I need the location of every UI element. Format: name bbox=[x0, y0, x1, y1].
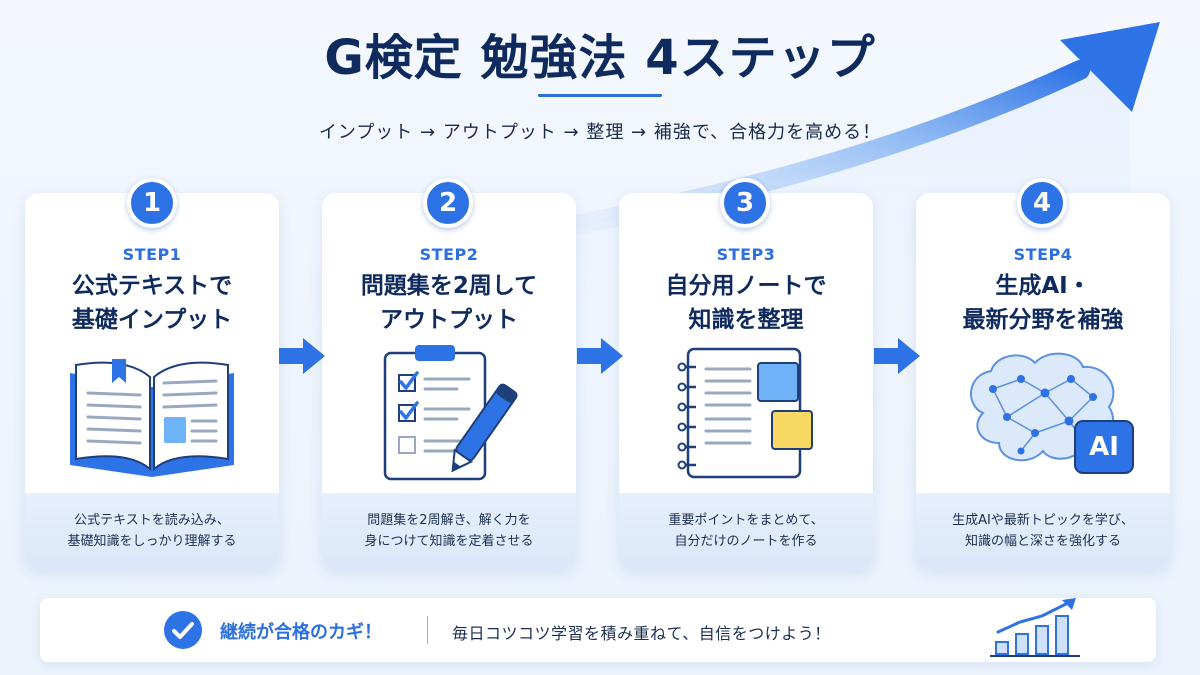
step-2-title: 問題集を2周して アウトプット bbox=[322, 269, 576, 337]
check-circle-icon bbox=[164, 611, 202, 649]
notebook-sticky-notes-icon bbox=[677, 347, 813, 479]
step-4-title: 生成AI・ 最新分野を補強 bbox=[916, 269, 1170, 337]
step-1-title-line2: 基礎インプット bbox=[71, 307, 233, 333]
step-2-label: STEP2 bbox=[419, 245, 479, 264]
page-title: G検定 勉強法 4ステップ bbox=[324, 30, 876, 86]
step-4-desc-line2: 知識の幅と深さを強化する bbox=[964, 534, 1121, 549]
step-2-description: 問題集を2周解き、解く力を 身につけて知識を定着させる bbox=[322, 493, 576, 569]
step-2-title-line2: アウトプット bbox=[380, 307, 518, 333]
title-underline bbox=[538, 94, 662, 97]
ai-badge-label: AI bbox=[1089, 432, 1119, 462]
step-4-description: 生成AIや最新トピックを学び、 知識の幅と深さを強化する bbox=[916, 493, 1170, 569]
step-1-desc-line2: 基礎知識をしっかり理解する bbox=[67, 534, 237, 549]
open-book-icon bbox=[70, 359, 234, 477]
motto-message: 毎日コツコツ学習を積み重ねて、自信をつけよう！ bbox=[452, 624, 831, 643]
step-3-desc-line2: 自分だけのノートを作る bbox=[674, 534, 818, 549]
step-2-number-badge: 2 bbox=[423, 178, 473, 228]
ai-brain-icon bbox=[970, 352, 1134, 474]
step-4-label: STEP4 bbox=[1013, 245, 1073, 264]
step-1-number-badge: 1 bbox=[127, 178, 177, 228]
motto-text: 継続が合格のカギ！ bbox=[220, 622, 382, 643]
step-2-desc-line2: 身につけて知識を定着させる bbox=[364, 534, 534, 549]
step-4-card: STEP4 生成AI・ 最新分野を補強 AI bbox=[916, 193, 1170, 569]
arrow-right-icon bbox=[874, 338, 920, 374]
step-1-label: STEP1 bbox=[122, 245, 182, 264]
step-3-description: 重要ポイントをまとめて、 自分だけのノートを作る bbox=[619, 493, 873, 569]
page-subtitle: インプット → アウトプット → 整理 → 補強で、合格力を高める！ bbox=[318, 122, 882, 143]
step-1-title-line1: 公式テキストで bbox=[71, 273, 233, 299]
step-2-card: STEP2 問題集を2周して アウトプット bbox=[322, 193, 576, 569]
step-4-number-badge: 4 bbox=[1017, 178, 1067, 228]
step-3-title-line2: 知識を整理 bbox=[688, 307, 804, 333]
divider bbox=[427, 616, 428, 644]
step-1-title: 公式テキストで 基礎インプット bbox=[25, 269, 279, 337]
arrow-right-icon bbox=[577, 338, 623, 374]
step-1-card: STEP1 公式テキストで 基礎インプット 公式テキストを読み込み、 基礎知識を… bbox=[25, 193, 279, 569]
step-3-number-badge: 3 bbox=[720, 178, 770, 228]
step-1-desc-line1: 公式テキストを読み込み、 bbox=[74, 513, 230, 528]
step-3-card: STEP3 自分用ノートで 知識を整理 重要ポイントをまとめて、 自分だけの bbox=[619, 193, 873, 569]
step-4-title-line1: 生成AI・ bbox=[995, 273, 1091, 299]
step-1-description: 公式テキストを読み込み、 基礎知識をしっかり理解する bbox=[25, 493, 279, 569]
step-3-title: 自分用ノートで 知識を整理 bbox=[619, 269, 873, 337]
step-3-desc-line1: 重要ポイントをまとめて、 bbox=[668, 513, 824, 528]
clipboard-checklist-icon bbox=[383, 345, 518, 481]
arrow-right-icon bbox=[279, 338, 325, 374]
growth-chart-icon bbox=[990, 598, 1080, 657]
step-2-title-line1: 問題集を2周して bbox=[360, 273, 538, 299]
step-4-desc-line1: 生成AIや最新トピックを学び、 bbox=[952, 513, 1134, 528]
motivation-banner: 継続が合格のカギ！ 毎日コツコツ学習を積み重ねて、自信をつけよう！ bbox=[40, 598, 1156, 662]
step-4-title-line2: 最新分野を補強 bbox=[962, 307, 1124, 333]
step-3-title-line1: 自分用ノートで bbox=[665, 273, 827, 299]
step-2-desc-line1: 問題集を2周解き、解く力を bbox=[367, 513, 531, 528]
step-3-label: STEP3 bbox=[716, 245, 776, 264]
